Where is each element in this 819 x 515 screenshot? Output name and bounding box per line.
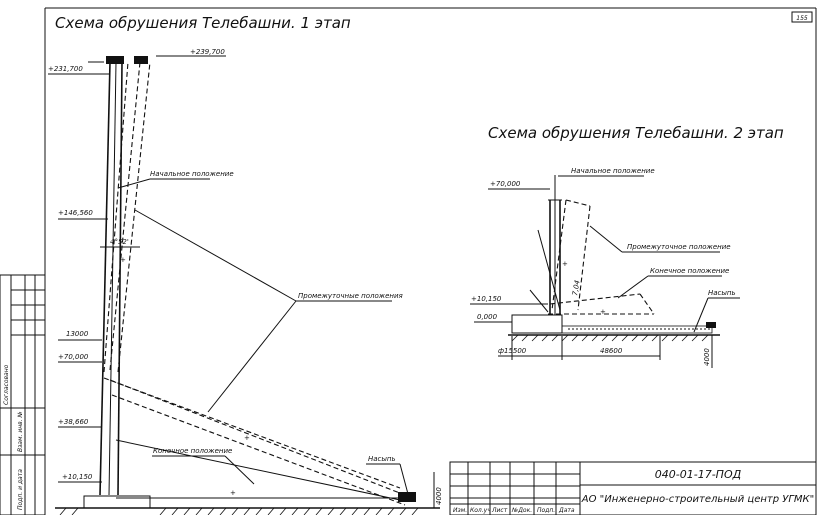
page-number-box <box>791 11 813 23</box>
cross-mark: + <box>120 256 126 264</box>
stage1-final-label: Конечное положение <box>153 447 232 455</box>
leader-intermediate-b <box>207 300 297 413</box>
organization-name: АО "Инженерно-строительный центр УГМК" <box>581 494 814 505</box>
angle-label: 4°52' <box>110 238 129 246</box>
leader-stage2-intermediate <box>589 225 623 253</box>
tb-col-data: Дата <box>558 507 575 514</box>
page-number: 155 <box>796 15 808 22</box>
stage2-dim-48600: 48600 <box>600 347 623 355</box>
stamp-inv-replace: Взам. инв. № <box>17 411 24 452</box>
ground-hatch <box>59 507 419 515</box>
stage2-level-70000: +70,000 <box>490 180 521 188</box>
cross-mark: + <box>244 434 250 442</box>
stage2-level-10150: +10,150 <box>471 295 502 303</box>
stage2-dim-4000: 4000 <box>703 348 711 366</box>
tb-col-izm: Изм. <box>453 507 467 514</box>
stage1-levels: +231,700 +239,700 +146,560 +70,000 +38,6… <box>48 48 226 483</box>
level-231700: +231,700 <box>48 65 83 73</box>
embankment-mark <box>398 492 416 502</box>
stage2-embankment-label: Насыпь <box>708 289 736 297</box>
stage2-level-0000: 0,000 <box>477 313 498 321</box>
stage2-dim-15500: ф15500 <box>498 347 527 355</box>
title-block: Изм. Кол.уч Лист №Док. Подп. Дата 040-01… <box>449 461 817 515</box>
leader-stage2-embankment <box>693 297 709 333</box>
stage2-intermediate-positions <box>529 199 655 315</box>
level-70000: +70,000 <box>58 353 89 361</box>
stage2-embankment <box>561 325 713 334</box>
tower-top-cap-2 <box>134 56 148 64</box>
stage2-ground-hatch <box>511 334 709 342</box>
tb-col-podp: Подп. <box>537 507 555 514</box>
stage1-title: Схема обрушения Телебашни. 1 этап <box>55 14 351 32</box>
stage2-final-label: Конечное положение <box>650 267 729 275</box>
stage2-foundation <box>511 314 563 334</box>
stage1-initial-label: Начальное положение <box>150 170 234 178</box>
tb-col-list: Лист <box>491 507 508 514</box>
cross-mark: + <box>230 489 236 497</box>
stage2-dim-10: 7,04 <box>571 280 582 297</box>
tower-top-cap <box>106 56 124 64</box>
leader-final <box>224 455 255 485</box>
level-146560: +146,560 <box>58 209 93 217</box>
tb-col-ndok: №Док. <box>511 507 532 514</box>
stage2-title: Схема обрушения Телебашни. 2 этап <box>488 124 784 142</box>
level-239700: +239,700 <box>190 48 225 56</box>
stage2-intermediate-label: Промежуточное положение <box>627 243 731 251</box>
tb-col-koluch: Кол.уч <box>470 507 491 514</box>
stage2-initial-label: Начальное положение <box>571 167 655 175</box>
stage1-intermediate-positions <box>103 61 411 506</box>
level-10150: +10,150 <box>62 473 93 481</box>
stamp-sign-date: Подп. и дата <box>17 469 24 510</box>
cross-mark: + <box>562 260 568 268</box>
stage1-embankment-label: Насыпь <box>368 455 396 463</box>
foundation <box>83 495 151 509</box>
tower-right-edge <box>117 61 123 496</box>
cross-mark: + <box>600 308 606 316</box>
document-code: 040-01-17-ПОД <box>655 468 742 481</box>
leader-initial <box>117 178 151 189</box>
leader-intermediate-a <box>134 209 297 302</box>
stage1-dim-4000: 4000 <box>435 487 443 505</box>
tower-axis <box>108 61 117 496</box>
stage1-intermediate-label: Промежуточные положения <box>298 292 403 300</box>
stamp-agreed: Согласовано <box>3 364 10 405</box>
left-stamp: Согласовано Взам. инв. № Подп. и дата <box>0 274 46 515</box>
level-38660: +38,660 <box>58 418 89 426</box>
tower-left-edge <box>99 61 111 496</box>
dim-13000: 13000 <box>66 330 89 338</box>
leader-stage2-final <box>617 275 649 299</box>
